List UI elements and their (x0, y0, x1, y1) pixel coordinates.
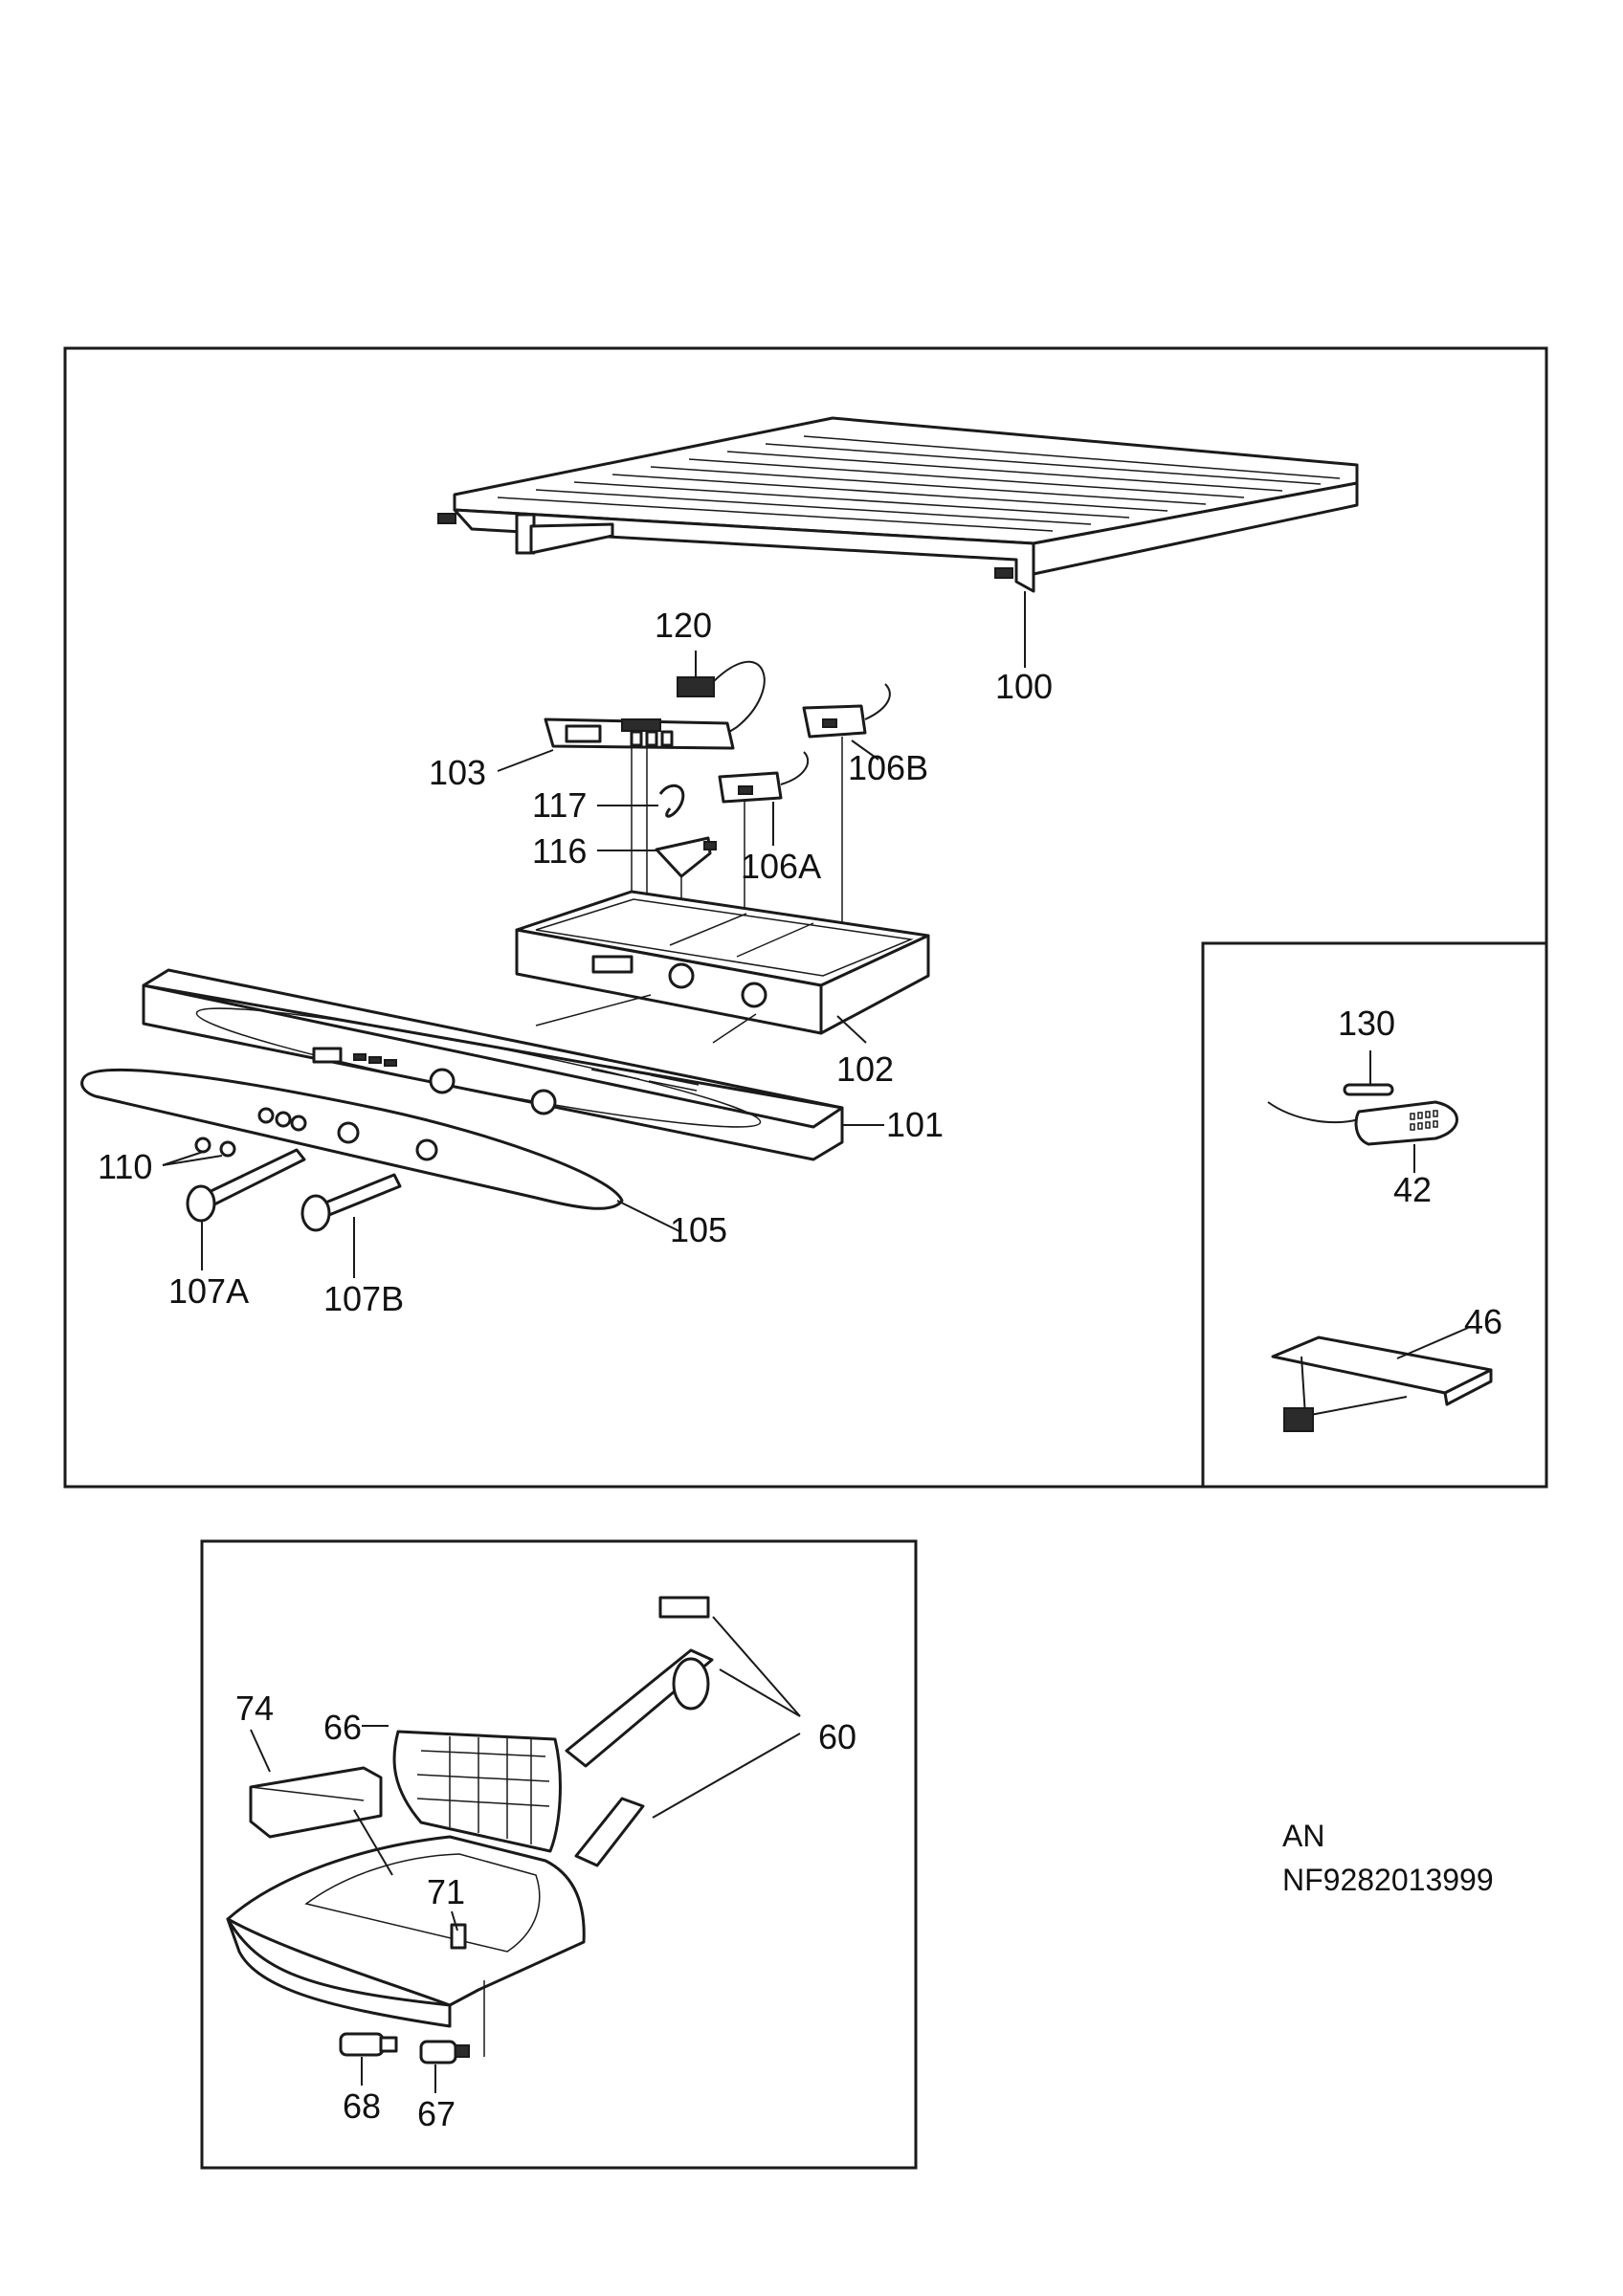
reference-code-line1: AN (1282, 1819, 1324, 1853)
switch-b-part (802, 683, 891, 739)
callout-107A: 107A (168, 1271, 249, 1311)
callout-60: 60 (818, 1717, 856, 1756)
callout-42: 42 (1393, 1170, 1432, 1209)
callout-106A: 106A (741, 847, 821, 886)
callout-110: 110 (98, 1147, 152, 1186)
hinge-cap-part (419, 2040, 470, 2064)
knob-b-part (300, 1173, 402, 1232)
callout-116: 116 (532, 831, 587, 871)
tray-housing-part (226, 1835, 586, 2028)
accessory-panel-frame (1201, 941, 1548, 1489)
callout-67: 67 (417, 2094, 456, 2133)
bottle-clip-part (565, 1596, 714, 1867)
callout-120: 120 (655, 606, 712, 645)
electronic-board-part (544, 718, 735, 750)
callout-101: 101 (886, 1105, 944, 1144)
glass-shelf-part (437, 416, 1359, 593)
callout-100: 100 (995, 667, 1053, 706)
callout-102: 102 (836, 1049, 894, 1089)
callout-71: 71 (427, 1872, 465, 1911)
callout-117: 117 (532, 785, 587, 825)
front-panel-part (142, 968, 844, 1161)
callout-106B: 106B (848, 748, 928, 787)
mounting-bracket-part (1271, 1336, 1493, 1432)
bracket-part (655, 836, 717, 878)
control-housing-part (515, 890, 930, 1035)
callout-74: 74 (235, 1689, 274, 1728)
spring-clip-part (658, 784, 685, 818)
callout-105: 105 (670, 1210, 727, 1249)
callout-46: 46 (1464, 1302, 1502, 1341)
callout-107B: 107B (323, 1279, 404, 1318)
callout-68: 68 (343, 2086, 381, 2126)
callout-130: 130 (1338, 1004, 1395, 1043)
knob-a-part (186, 1148, 306, 1223)
hinge-pin-part (339, 2032, 398, 2057)
bottle-holder-panel-frame (200, 1539, 918, 2170)
grille-cover-part (392, 1730, 562, 1853)
switch-a-part (718, 751, 810, 804)
sensor-part (1267, 1083, 1458, 1146)
reference-code-line2: NF9282013999 (1282, 1863, 1494, 1897)
decor-strip-part (80, 1068, 624, 1210)
callout-103: 103 (429, 753, 486, 792)
foam-block-part (249, 1766, 383, 1839)
main-panel-frame (63, 346, 1548, 1489)
callout-66: 66 (323, 1708, 362, 1747)
